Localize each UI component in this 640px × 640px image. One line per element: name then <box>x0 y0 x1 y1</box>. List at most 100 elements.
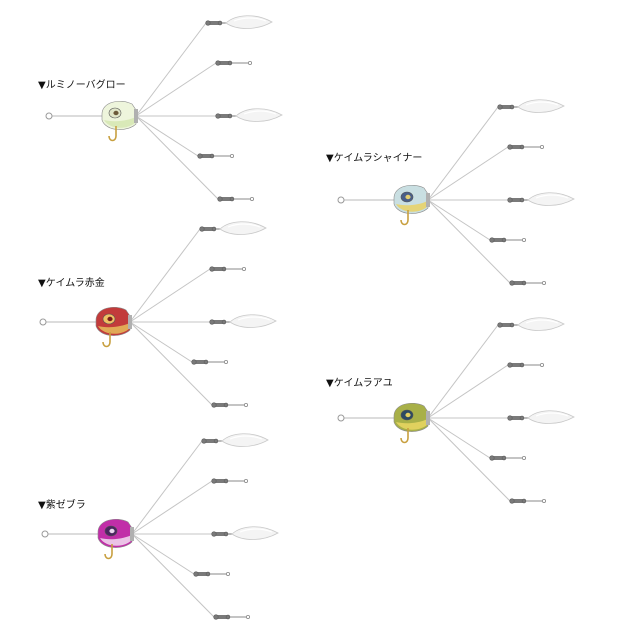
line-tie-eye <box>337 196 345 204</box>
snap-eye <box>522 455 527 460</box>
wire-arm <box>135 115 199 157</box>
wire-arm <box>131 533 195 575</box>
swivel-eye <box>519 144 525 150</box>
swivel-eye <box>209 153 215 159</box>
blade-highlight <box>535 194 569 199</box>
swivel-eye <box>501 237 507 243</box>
line-tie-eye <box>39 318 47 326</box>
swivel-eye <box>221 266 227 272</box>
swivel-eye <box>227 60 233 66</box>
wire-arm <box>135 62 217 117</box>
wire-arm <box>129 268 211 323</box>
wire-arm <box>129 321 213 406</box>
jig-head-belly <box>396 419 428 430</box>
snap-eye <box>247 61 252 66</box>
swivel-eye <box>519 415 525 421</box>
hook <box>104 544 113 560</box>
swivel-eye <box>197 153 203 159</box>
snap-eye <box>542 280 547 285</box>
wire-arm <box>427 417 511 502</box>
jig-pupil <box>405 194 411 200</box>
jig-pupil <box>109 528 115 534</box>
blade-highlight <box>525 319 559 324</box>
snap-eye <box>225 572 230 577</box>
hook <box>108 126 117 142</box>
jig-head-belly <box>100 535 132 546</box>
swivel-eye <box>203 359 209 365</box>
wire-arm <box>427 199 491 241</box>
umbrella-rig-2 <box>39 221 277 408</box>
umbrella-rig-0 <box>45 15 283 202</box>
swivel-eye <box>211 531 217 537</box>
swivel-eye <box>497 322 503 328</box>
swivel-eye <box>209 266 215 272</box>
swivel-eye <box>509 322 515 328</box>
swivel-eye <box>211 402 217 408</box>
swivel-eye <box>215 113 221 119</box>
blade-highlight <box>227 223 261 228</box>
jig-pupil <box>405 412 411 418</box>
snap-eye <box>243 478 248 483</box>
snap-eye <box>542 498 547 503</box>
swivel-eye <box>221 319 227 325</box>
swivel-eye <box>199 226 205 232</box>
snap-eye <box>245 615 250 620</box>
variant-label-murasaki-zebra: ▼紫ゼブラ <box>38 500 86 511</box>
swivel-eye <box>225 614 231 620</box>
swivel-eye <box>205 571 211 577</box>
blade-highlight <box>233 17 267 22</box>
swivel-eye <box>509 104 515 110</box>
blade-highlight <box>525 101 559 106</box>
variant-label-keimura-akakin: ▼ケイムラ赤金 <box>38 278 105 289</box>
snap-eye <box>249 196 254 201</box>
variant-label-keimura-shiner: ▼ケイムラシャイナー <box>326 153 423 164</box>
umbrella-rig-3 <box>337 317 575 504</box>
swivel-eye <box>213 438 219 444</box>
swivel-eye <box>205 20 211 26</box>
swivel-eye <box>227 113 233 119</box>
jig-head-belly <box>396 201 428 212</box>
umbrella-rig-4 <box>41 433 279 620</box>
wire-arm <box>427 364 509 419</box>
head-collar <box>426 193 430 207</box>
swivel-eye <box>507 415 513 421</box>
wire-arm <box>131 480 213 535</box>
wire-arm <box>131 533 215 618</box>
line-tie-eye <box>45 112 53 120</box>
swivel-eye <box>519 362 525 368</box>
jig-pupil <box>107 316 113 322</box>
wire-arm <box>131 440 203 535</box>
wire-arm <box>135 115 219 200</box>
jig-pupil <box>113 110 119 116</box>
wire-arm <box>129 321 193 363</box>
umbrella-rig-1 <box>337 99 575 286</box>
snap-eye <box>540 144 545 149</box>
blade-highlight <box>239 528 273 533</box>
swivel-eye <box>519 197 525 203</box>
snap-eye <box>522 237 527 242</box>
swivel-eye <box>201 438 207 444</box>
swivel-eye <box>211 478 217 484</box>
swivel-eye <box>521 280 527 286</box>
hook <box>400 210 409 226</box>
swivel-eye <box>521 498 527 504</box>
swivel-eye <box>223 402 229 408</box>
jig-head-belly <box>98 323 130 334</box>
head-collar <box>130 527 134 541</box>
wire-arm <box>427 106 499 201</box>
line-tie-eye <box>337 414 345 422</box>
line-tie-eye <box>41 530 49 538</box>
swivel-eye <box>501 455 507 461</box>
wire-arm <box>427 146 509 201</box>
hook <box>102 332 111 348</box>
swivel-eye <box>211 226 217 232</box>
swivel-eye <box>223 478 229 484</box>
swivel-eye <box>497 104 503 110</box>
blade-highlight <box>229 435 263 440</box>
variant-label-keimura-ayu: ▼ケイムラアユ <box>326 378 393 389</box>
blade-highlight <box>237 316 271 321</box>
snap-eye <box>241 266 246 271</box>
swivel-eye <box>489 455 495 461</box>
swivel-eye <box>507 197 513 203</box>
